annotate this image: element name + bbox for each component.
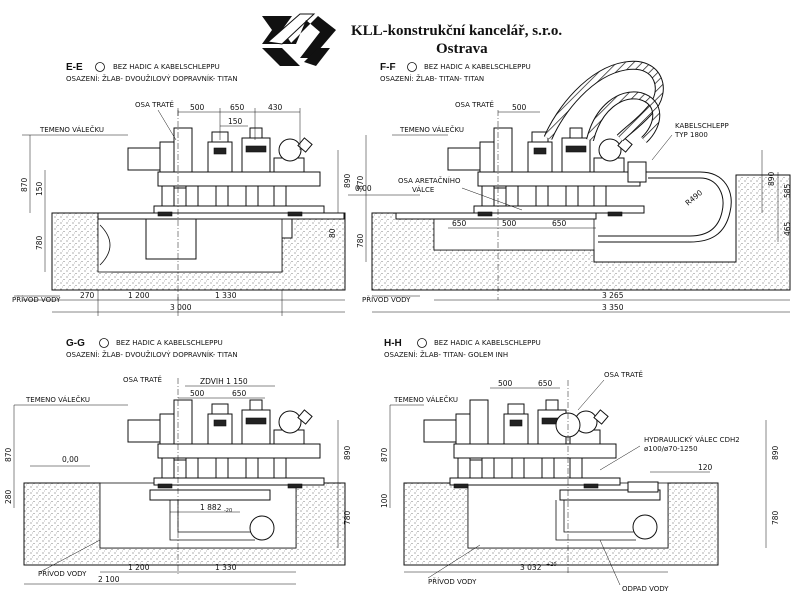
hh-dim-3032: 3 032 bbox=[520, 563, 542, 572]
gg-dim-650: 650 bbox=[232, 389, 247, 398]
section-gg-legend: BEZ HADIC A KABELSCHLEPPU bbox=[116, 339, 223, 347]
ff-dim-780: 780 bbox=[356, 233, 365, 248]
ee-dim-430: 430 bbox=[268, 103, 283, 112]
section-ee-osazeni: OSAZENÍ: ŽLAB- DVOUŽILOVÝ DOPRAVNÍK- TIT… bbox=[66, 74, 238, 83]
ff-dim-650b: 650 bbox=[552, 219, 567, 228]
gg-dim-1882-tol: -20 bbox=[224, 508, 232, 514]
ff-dim-000: 0,00 bbox=[355, 184, 372, 193]
hh-odpad-label: ODPAD VODY bbox=[622, 585, 669, 593]
hh-dim-780: 780 bbox=[771, 510, 780, 525]
hh-osa-label: OSA TRATĚ bbox=[604, 370, 643, 379]
hh-dim-100: 100 bbox=[380, 493, 389, 508]
hh-valec-label-2: ø100/ø70-1250 bbox=[644, 445, 698, 453]
ff-aretacni-label-2: VÁLCE bbox=[412, 185, 434, 194]
section-hh-title: H-H bbox=[384, 338, 402, 349]
section-gg: G-G BEZ HADIC A KABELSCHLEPPU OSAZENÍ: Ž… bbox=[4, 338, 352, 585]
ff-dim-465: 465 bbox=[783, 221, 792, 236]
ff-kabel-label-2: TYP 1800 bbox=[674, 131, 708, 139]
ff-dim-870: 870 bbox=[356, 175, 365, 190]
ee-dim-780: 780 bbox=[35, 235, 44, 250]
gg-dim-500: 500 bbox=[190, 389, 205, 398]
ee-dim-500: 500 bbox=[190, 103, 205, 112]
ff-dim-3265: 3 265 bbox=[602, 291, 624, 300]
section-ee-title: E-E bbox=[66, 62, 83, 73]
gg-dim-000: 0,00 bbox=[62, 455, 79, 464]
ff-dim-650a: 650 bbox=[452, 219, 467, 228]
section-marker-icon bbox=[407, 62, 417, 72]
ee-dim-150-top: 150 bbox=[228, 117, 243, 126]
company-name: KLL-konstrukční kancelář, s.r.o. bbox=[351, 23, 562, 39]
ee-dim-870: 870 bbox=[20, 177, 29, 192]
section-gg-osazeni: OSAZENÍ: ŽLAB- DVOUŽILOVÝ DOPRAVNÍK- TIT… bbox=[66, 350, 238, 359]
ee-dim-80: 80 bbox=[328, 228, 337, 238]
company-logo bbox=[262, 13, 336, 66]
gg-privod-label: PŘÍVOD VODY bbox=[38, 569, 87, 578]
section-ff-legend: BEZ HADIC A KABELSCHLEPPU bbox=[424, 63, 531, 71]
ff-kabel-label: KABELSCHLEPP bbox=[675, 122, 729, 130]
section-marker-icon bbox=[99, 338, 109, 348]
section-gg-title: G-G bbox=[66, 338, 85, 349]
hh-temeno-label: TEMENO VÁLEČKU bbox=[393, 395, 458, 404]
company-city: Ostrava bbox=[436, 41, 488, 57]
gg-dim-870: 870 bbox=[4, 447, 13, 462]
gg-dim-780: 780 bbox=[343, 510, 352, 525]
section-ff-osazeni: OSAZENÍ: ŽLAB- TITAN- TITAN bbox=[380, 74, 484, 83]
ff-privod-label: PŘÍVOD VODY bbox=[362, 295, 411, 304]
hh-privod-label: PŘÍVOD VODY bbox=[428, 577, 477, 586]
section-ff: F-F BEZ HADIC A KABELSCHLEPPU OSAZENÍ: Ž… bbox=[348, 60, 792, 313]
ff-aretacni-label: OSA ARETAČNÍHO bbox=[398, 176, 461, 185]
ee-dim-1200: 1 200 bbox=[128, 291, 150, 300]
ff-osa-label: OSA TRATĚ bbox=[455, 100, 494, 109]
section-ee-legend: BEZ HADIC A KABELSCHLEPPU bbox=[113, 63, 220, 71]
gg-dim-1882: 1 882 bbox=[200, 503, 222, 512]
ee-dim-3000: 3 000 bbox=[170, 303, 192, 312]
gg-dim-zdvih: ZDVIH 1 150 bbox=[200, 377, 248, 386]
ee-osa-label: OSA TRATĚ bbox=[135, 100, 174, 109]
ff-dim-r490: R490 bbox=[684, 188, 705, 208]
section-ff-title: F-F bbox=[380, 62, 396, 73]
hh-dim-500: 500 bbox=[498, 379, 513, 388]
section-marker-icon bbox=[417, 338, 427, 348]
gg-osa-label: OSA TRATĚ bbox=[123, 375, 162, 384]
hh-dim-890: 890 bbox=[771, 445, 780, 460]
section-hh-osazeni: OSAZENÍ: ŽLAB- TITAN- GOLEM INH bbox=[384, 350, 508, 359]
hh-dim-120: 120 bbox=[698, 463, 713, 472]
gg-dim-2100: 2 100 bbox=[98, 575, 120, 584]
hh-valec-label: HYDRAULICKÝ VÁLEC CDH2 bbox=[644, 435, 740, 444]
gg-dim-1200: 1 200 bbox=[128, 563, 150, 572]
ff-temeno-label: TEMENO VÁLEČKU bbox=[399, 125, 464, 134]
section-marker-icon bbox=[95, 62, 105, 72]
section-hh-legend: BEZ HADIC A KABELSCHLEPPU bbox=[434, 339, 541, 347]
ee-privod-label: PŘÍVOD VODY bbox=[12, 295, 61, 304]
section-ee: E-E BEZ HADIC A KABELSCHLEPPU OSAZENÍ: Ž… bbox=[12, 62, 352, 316]
ff-dim-3350: 3 350 bbox=[602, 303, 624, 312]
ff-dim-585: 585 bbox=[783, 183, 792, 198]
hh-dim-3032-tol: +20 bbox=[546, 562, 557, 568]
ff-dim-890: 890 bbox=[767, 171, 776, 186]
ee-dim-650: 650 bbox=[230, 103, 245, 112]
ff-dim-500b: 500 bbox=[502, 219, 517, 228]
ee-dim-150: 150 bbox=[35, 181, 44, 196]
gg-dim-1330: 1 330 bbox=[215, 563, 237, 572]
hh-dim-650: 650 bbox=[538, 379, 553, 388]
gg-temeno-label: TEMENO VÁLEČKU bbox=[25, 395, 90, 404]
gg-dim-280: 280 bbox=[4, 489, 13, 504]
ee-temeno-label: TEMENO VÁLEČKU bbox=[39, 125, 104, 134]
ee-dim-1330: 1 330 bbox=[215, 291, 237, 300]
hh-dim-870: 870 bbox=[380, 447, 389, 462]
ee-dim-270: 270 bbox=[80, 291, 95, 300]
ff-dim-500: 500 bbox=[512, 103, 527, 112]
ee-dim-890: 890 bbox=[343, 173, 352, 188]
gg-dim-890: 890 bbox=[343, 445, 352, 460]
section-hh: H-H BEZ HADIC A KABELSCHLEPPU OSAZENÍ: Ž… bbox=[380, 338, 780, 593]
